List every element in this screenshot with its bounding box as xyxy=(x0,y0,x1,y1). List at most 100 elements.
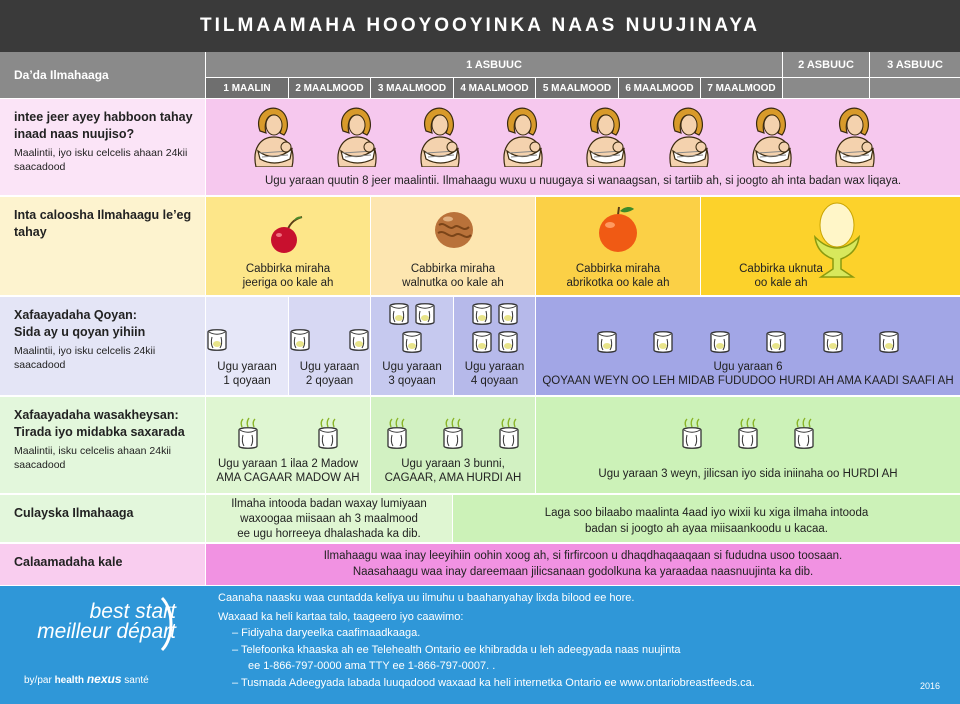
breastfeeding-mother-icon xyxy=(246,105,302,167)
year: 2016 xyxy=(920,681,941,691)
brand-line-1: best start xyxy=(89,600,176,623)
week3-header: 3 ASBUUC xyxy=(870,52,960,77)
footer-bullet-cont: ee 1-866-797-0000 ama TTY ee 1-866-797-0… xyxy=(248,660,496,672)
day-header: 3 MAALMOOD xyxy=(371,78,453,98)
dirty-diaper-icon xyxy=(792,417,816,451)
wet-diaper-icons xyxy=(289,327,370,355)
signs-cell: Ilmahaagu waa inay leeyihiin oohin xoog … xyxy=(206,544,960,585)
dirty-text: Ugu yaraan 3 weyn, jilicsan iyo sida ini… xyxy=(598,468,898,480)
wet-diaper-icon xyxy=(709,329,731,355)
wet-diaper-icons xyxy=(371,301,453,357)
feeding-text: Ugu yaraan quutin 8 jeer maalintii. Ilma… xyxy=(264,175,902,187)
weight-text: badan si joogto ah ayaa miisaankoodu u k… xyxy=(585,523,828,535)
dirty-diaper-icon xyxy=(736,417,760,451)
stomach-label-cell: Inta caloosha Ilmahaagu le’eg tahay xyxy=(0,197,205,295)
wet-diaper-icon xyxy=(206,327,228,353)
weight-cell-late: Laga soo bilaabo maalinta 4aad iyo wixii… xyxy=(453,495,960,542)
breastfeeding-mother-icon xyxy=(578,105,634,167)
wet-diaper-icon xyxy=(497,329,519,355)
day-header: 4 MAALMOOD xyxy=(454,78,535,98)
brand-logo: best start meilleur départ xyxy=(26,600,176,643)
footer-line: Waxaad ka heli kartaa talo, taageero iyo… xyxy=(218,610,464,623)
egg-icon xyxy=(813,202,861,278)
footer-text: Caanaha naasku waa cuntadda keliya uu il… xyxy=(218,590,918,691)
apricot-icon xyxy=(599,206,637,252)
stomach-label: Inta caloosha Ilmahaagu le’eg tahay xyxy=(14,208,192,239)
week1-header: 1 ASBUUC xyxy=(206,52,782,77)
wet-diaper-icon xyxy=(471,301,493,327)
dirty-diaper-icons xyxy=(236,417,340,453)
dirty-diaper-icons xyxy=(385,417,521,453)
breastfeeding-mother-icon xyxy=(329,105,385,167)
feeding-label-cell: intee jeer ayey habboon tahay inaad naas… xyxy=(0,99,205,195)
weight-text: waxoogaa miisaan ah 3 maalmood xyxy=(240,513,418,525)
wet-diaper-icon xyxy=(348,327,370,353)
feeding-row: Ugu yaraan quutin 8 jeer maalintii. Ilma… xyxy=(206,99,960,195)
wet-diaper-icon xyxy=(289,327,311,353)
day-header: 6 MAALMOOD xyxy=(619,78,700,98)
wet-sub: Maalintii, iyo isku celcelis 24kii saaca… xyxy=(14,345,156,371)
dirty-label-2: Tirada iyo midabka saxarada xyxy=(14,425,185,439)
breastfeeding-mother-icon xyxy=(827,105,883,167)
breastfeeding-mother-icon xyxy=(661,105,717,167)
footer-bullet: – Fidiyaha daryeelka caafimaadkaaga. xyxy=(232,627,421,639)
walnut-icon xyxy=(435,212,473,248)
day-header: 1 MAALIN xyxy=(206,78,288,98)
wet-label-2: Sida ay u qoyan yihiin xyxy=(14,325,146,339)
wet-diaper-icon xyxy=(471,329,493,355)
footer-line: Caanaha naasku waa cuntadda keliya uu il… xyxy=(218,592,635,604)
wet-diaper-icon xyxy=(765,329,787,355)
feeding-label: intee jeer ayey habboon tahay inaad naas… xyxy=(14,110,193,141)
brand-line-2: meilleur départ xyxy=(37,620,176,643)
mother-icons xyxy=(206,105,960,169)
wet-diaper-icon xyxy=(388,301,410,327)
signs-text: Ilmahaagu waa inay leeyihiin oohin xoog … xyxy=(323,550,843,562)
footer-bullet: – Tusmada Adeegyada labada luuqadood wax… xyxy=(232,676,755,689)
dirty-cell-large: Ugu yaraan 3 weyn, jilicsan iyo sida ini… xyxy=(536,397,960,493)
signs-label-cell: Calaamadaha kale xyxy=(0,544,205,585)
weight-cell-early: Ilmaha intooda badan waxay lumiyaan waxo… xyxy=(206,495,452,542)
footer-bullet: – Telefoonka khaaska ah ee Telehealth On… xyxy=(232,643,681,656)
wet-label-cell: Xafaayadaha Qoyan: Sida ay u qoyan yihii… xyxy=(0,297,205,395)
wet-diaper-icon xyxy=(596,329,618,355)
brand-bracket-icon xyxy=(160,596,173,652)
signs-text: Naasahaagu waa inay dareemaan jilicsanaa… xyxy=(352,566,814,578)
dirty-label-cell: Xafaayadaha wasakheysan: Tirada iyo mida… xyxy=(0,397,205,493)
weight-text: Ilmaha intooda badan waxay lumiyaan xyxy=(231,498,427,510)
dirty-sub: Maalintii, isku celcelis ahaan 24kii saa… xyxy=(14,445,171,471)
cherry-icon xyxy=(271,216,303,253)
dirty-diaper-icon xyxy=(316,417,340,451)
dirty-diaper-icon xyxy=(680,417,704,451)
weight-text: ee ugu horreeya dhalashada ka dib. xyxy=(237,528,421,540)
wet-diaper-icons xyxy=(454,301,535,357)
day-header: 5 MAALMOOD xyxy=(536,78,618,98)
dirty-diaper-icon xyxy=(497,417,521,451)
breastfeeding-mother-icon xyxy=(495,105,551,167)
wet-label: Xafaayadaha Qoyan: xyxy=(14,308,137,322)
feeding-sub: Maalintii, iyo isku celcelis ahaan 24kii… xyxy=(14,147,188,173)
wet-diaper-icons xyxy=(206,327,288,355)
wet-diaper-icon xyxy=(878,329,900,355)
breastfeeding-mother-icon xyxy=(744,105,800,167)
dirty-diaper-icon xyxy=(441,417,465,451)
age-column-header: Da’da Ilmahaaga xyxy=(0,52,205,98)
weight-text: Laga soo bilaabo maalinta 4aad iyo wixii… xyxy=(544,507,869,519)
wet-diaper-icon xyxy=(414,301,436,327)
day-header: 7 MAALMOOD xyxy=(701,78,782,98)
wet-diaper-icon xyxy=(822,329,844,355)
dirty-text: Ugu yaraan 3 bunni,CAGAAR, AMA HURDI AH xyxy=(384,458,522,484)
